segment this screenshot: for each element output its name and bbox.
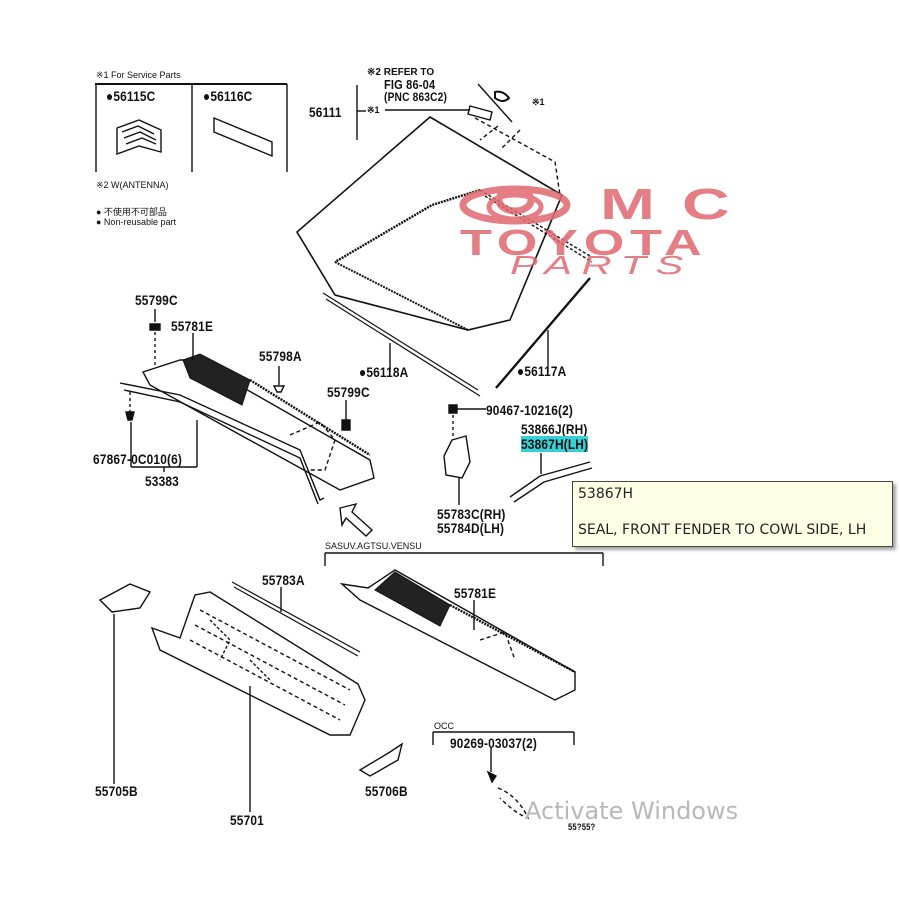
marker-note-1: ※1 <box>532 97 545 107</box>
antenna-note: ※2 W(ANTENNA) <box>96 180 169 190</box>
watermark-mc: MC <box>600 180 757 229</box>
service-parts-heading: ※1 For Service Parts <box>96 70 181 80</box>
part-label-55784d[interactable]: 55784D(LH) <box>437 520 505 536</box>
tooltip-part-code: 53867H <box>578 486 634 502</box>
watermark-toyota: TOYOTA <box>460 222 708 263</box>
part-tooltip: 53867H SEAL, FRONT FENDER TO COWL SIDE, … <box>572 481 893 547</box>
part-label-55783c[interactable]: 55783C(RH) <box>437 506 506 522</box>
cowl-panel-55701 <box>150 591 366 736</box>
part-56111-note: ※1 <box>367 105 380 115</box>
refer-note-line1: ※2 REFER TO <box>367 67 435 78</box>
part-label-56115c[interactable]: ●56115C <box>106 88 156 104</box>
part-label-55799c-mid[interactable]: 55799C <box>327 384 370 400</box>
cowl-top-assembly-upper <box>119 353 375 505</box>
watermark-parts: PARTS <box>510 250 693 280</box>
part-label-55781e-top[interactable]: 55781E <box>171 318 214 334</box>
legend-line-2: ● Non-reusable part <box>96 217 176 227</box>
part-label-56116c[interactable]: ●56116C <box>203 88 253 104</box>
part-label-53866j[interactable]: 53866J(RH) <box>521 421 588 437</box>
part-label-55781e-bottom[interactable]: 55781E <box>454 585 497 601</box>
part-label-55701[interactable]: 55701 <box>230 812 264 828</box>
part-label-55705b[interactable]: 55705B <box>95 783 138 799</box>
part-label-cut-off[interactable]: 55?55? <box>568 822 596 832</box>
tooltip-part-description: SEAL, FRONT FENDER TO COWL SIDE, LH <box>578 522 867 538</box>
part-label-56117a[interactable]: ●56117A <box>517 363 567 379</box>
cowl-top-assembly-lower <box>339 569 576 701</box>
clip-56115c-drawing <box>116 119 162 155</box>
refer-note-pnc: (PNC 863C2) <box>384 90 448 104</box>
occ-bracket-label: OCC <box>434 721 454 731</box>
part-label-55798a[interactable]: 55798A <box>259 348 302 364</box>
service-parts-box-frame <box>95 83 288 172</box>
part-label-56118a[interactable]: ●56118A <box>359 364 409 380</box>
part-label-53383[interactable]: 53383 <box>145 473 179 489</box>
strip-56116c-drawing <box>213 116 273 158</box>
refer-note-fig[interactable]: FIG 86-04 <box>384 77 436 92</box>
direction-arrow <box>339 502 374 537</box>
part-label-90467[interactable]: 90467-10216(2) <box>486 402 574 418</box>
activate-windows-watermark: Activate Windows <box>525 797 739 825</box>
legend-line-1: ● 不使用不可部品 <box>96 207 167 217</box>
part-label-55706b[interactable]: 55706B <box>365 783 408 799</box>
part-label-53867h-highlighted[interactable]: 53867H(LH) <box>521 436 589 452</box>
part-label-55783a[interactable]: 55783A <box>262 572 305 588</box>
part-label-55799c-top[interactable]: 55799C <box>135 292 178 308</box>
variant-bracket-label: SASUV.AGTSU.VENSU <box>325 541 422 551</box>
part-label-56111[interactable]: 56111 <box>309 104 342 120</box>
part-label-67867[interactable]: 67867-0C010(6) <box>93 451 183 467</box>
part-label-90269[interactable]: 90269-03037(2) <box>450 735 538 751</box>
